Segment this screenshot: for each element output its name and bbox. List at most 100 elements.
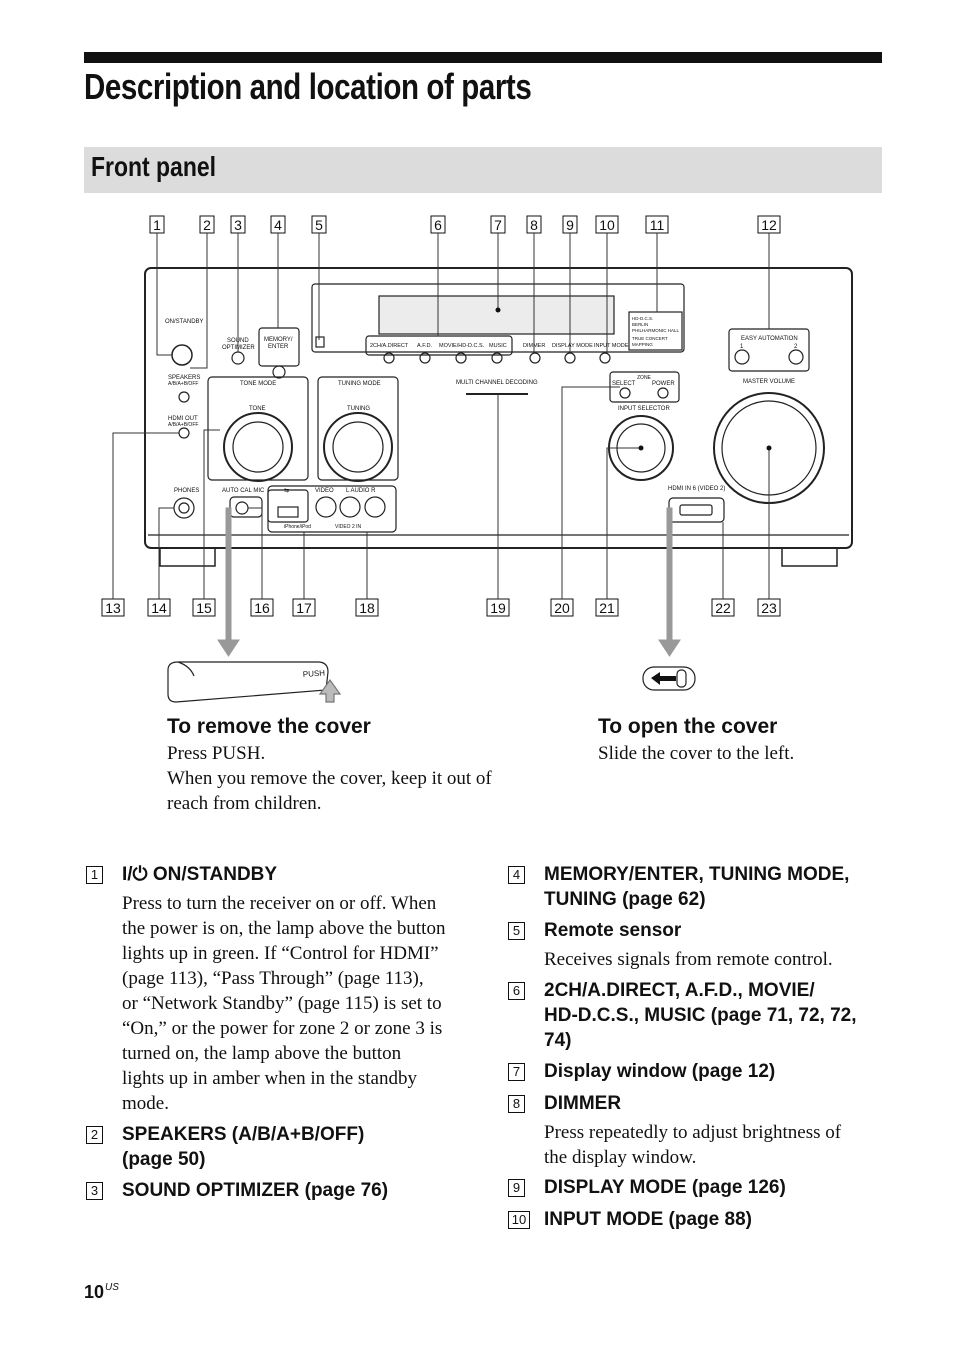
item-body-line: Receives signals from remote control. (544, 949, 833, 970)
item-heading: SPEAKERS (A/B/A+B/OFF) (122, 1124, 365, 1145)
title-rule (84, 52, 882, 63)
remove-cover-illustration: PUSH (167, 661, 342, 703)
svg-text:MEMORY/: MEMORY/ (264, 337, 293, 343)
item-number: 4 (508, 866, 525, 884)
svg-text:VIDEO 2 IN: VIDEO 2 IN (335, 524, 362, 530)
page-number: 10US (84, 1282, 119, 1303)
cover-arrows (217, 507, 681, 657)
svg-text:10: 10 (599, 217, 615, 233)
callout-labels-bottom: 13 14 15 16 17 18 19 20 21 22 23 (101, 598, 781, 617)
remove-cover-heading: To remove the cover (167, 715, 371, 738)
leader-lines (112, 233, 770, 599)
item-body-line: the power is on, the lamp above the butt… (122, 918, 446, 939)
item-heading: DIMMER (544, 1093, 622, 1114)
section-bar (84, 147, 882, 193)
tone-knob (223, 412, 293, 482)
item-heading: SOUND OPTIMIZER (page 76) (122, 1180, 389, 1201)
page-number-value: 10 (84, 1282, 105, 1302)
svg-text:21: 21 (599, 600, 615, 616)
item-heading: Remote sensor (544, 920, 682, 941)
svg-text:12: 12 (761, 217, 777, 233)
svg-text:16: 16 (254, 600, 270, 616)
item-body-line: lights up in amber when in the standby (122, 1068, 417, 1089)
svg-text:2: 2 (203, 217, 211, 233)
svg-text:HD-D.C.S.: HD-D.C.S. (632, 316, 653, 321)
item-number: 1 (86, 866, 103, 884)
svg-text:MASTER VOLUME: MASTER VOLUME (743, 379, 795, 385)
svg-text:7: 7 (494, 217, 502, 233)
svg-text:SELECT: SELECT (612, 381, 636, 387)
item-number: 10 (508, 1211, 530, 1229)
on-standby-button (171, 344, 193, 366)
item-body-line: mode. (122, 1093, 169, 1114)
item-heading: 2CH/A.DIRECT, A.F.D., MOVIE/ (544, 980, 815, 1001)
open-cover-text: Slide the cover to the left. (598, 743, 795, 764)
svg-text:MAPPING: MAPPING (632, 342, 653, 347)
svg-text:1: 1 (740, 344, 744, 350)
svg-text:8: 8 (530, 217, 538, 233)
item-heading: DISPLAY MODE (page 126) (544, 1177, 786, 1198)
svg-text:11: 11 (650, 217, 665, 233)
svg-text:PHILHARMONIC HALL: PHILHARMONIC HALL (632, 328, 680, 333)
svg-text:19: 19 (490, 600, 506, 616)
front-panel-diagram: 1 2 3 4 5 6 7 8 9 10 11 12 13 14 15 16 1… (101, 215, 853, 703)
svg-text:17: 17 (296, 600, 312, 616)
svg-text:AUTO CAL MIC: AUTO CAL MIC (222, 488, 265, 494)
svg-text:A.F.D.: A.F.D. (417, 343, 432, 349)
svg-text:23: 23 (761, 600, 777, 616)
svg-text:OPTIMIZER: OPTIMIZER (222, 345, 255, 351)
svg-text:TUNING: TUNING (347, 406, 370, 412)
item-heading: I/⏻ ON/STANDBY (122, 864, 278, 885)
item-body-line: Press repeatedly to adjust brightness of (544, 1122, 842, 1143)
item-heading: (page 50) (122, 1149, 206, 1170)
phones-jack (173, 497, 195, 519)
tuning-knob (323, 412, 393, 482)
remove-cover-text-2: When you remove the cover, keep it out o… (167, 768, 492, 789)
item-number: 8 (508, 1095, 525, 1113)
item-heading: HD-D.C.S., MUSIC (page 71, 72, 72, (544, 1005, 857, 1026)
item-body-line: the display window. (544, 1147, 697, 1168)
svg-text:1: 1 (153, 217, 161, 233)
svg-text:TUNING MODE: TUNING MODE (338, 381, 381, 387)
svg-text:15: 15 (196, 600, 212, 616)
svg-text:POWER: POWER (652, 381, 675, 387)
item-number: 5 (508, 922, 525, 940)
svg-text:22: 22 (715, 600, 731, 616)
item-body-line: (page 113), “Pass Through” (page 113), (122, 968, 424, 989)
panel-labels: ON/STANDBY SOUND OPTIMIZER MEMORY/ ENTER… (165, 316, 798, 530)
svg-text:INPUT MODE: INPUT MODE (594, 343, 629, 349)
open-cover-illustration (642, 666, 696, 691)
svg-text:DIMMER: DIMMER (523, 343, 545, 349)
svg-text:TONE: TONE (249, 406, 266, 412)
open-cover-heading: To open the cover (598, 715, 778, 738)
remote-sensor (315, 336, 325, 348)
remove-cover-text-3: reach from children. (167, 793, 322, 814)
item-heading: 74) (544, 1030, 572, 1051)
svg-text:18: 18 (359, 600, 375, 616)
svg-text:MULTI CHANNEL DECODING: MULTI CHANNEL DECODING (456, 380, 538, 386)
svg-text:A/B/A+B/OFF: A/B/A+B/OFF (168, 381, 198, 387)
item-number: 7 (508, 1063, 525, 1081)
svg-text:HDMI OUT: HDMI OUT (168, 416, 198, 422)
svg-text:BERLIN: BERLIN (632, 322, 648, 327)
page-number-suffix: US (105, 1282, 119, 1293)
svg-text:4: 4 (274, 217, 282, 233)
svg-text:MUSIC: MUSIC (489, 343, 507, 349)
svg-text:2CH/A.DIRECT: 2CH/A.DIRECT (370, 343, 409, 349)
svg-text:6: 6 (434, 217, 442, 233)
svg-text:2: 2 (794, 344, 798, 350)
svg-text:PUSH: PUSH (303, 668, 326, 679)
svg-text:20: 20 (554, 600, 570, 616)
svg-text:L AUDIO R: L AUDIO R (346, 488, 376, 494)
svg-text:ZONE: ZONE (637, 375, 652, 381)
svg-text:TRUE CONCERT: TRUE CONCERT (632, 336, 668, 341)
svg-text:3: 3 (234, 217, 242, 233)
svg-text:DISPLAY MODE: DISPLAY MODE (552, 343, 593, 349)
svg-text:VIDEO: VIDEO (315, 488, 334, 494)
item-number: 2 (86, 1126, 103, 1144)
svg-text:EASY AUTOMATION: EASY AUTOMATION (741, 336, 798, 342)
item-number: 6 (508, 982, 525, 1000)
section-title: Front panel (91, 151, 217, 182)
svg-text:A/B/A+B/OFF: A/B/A+B/OFF (168, 422, 198, 428)
item-number: 3 (86, 1182, 103, 1200)
